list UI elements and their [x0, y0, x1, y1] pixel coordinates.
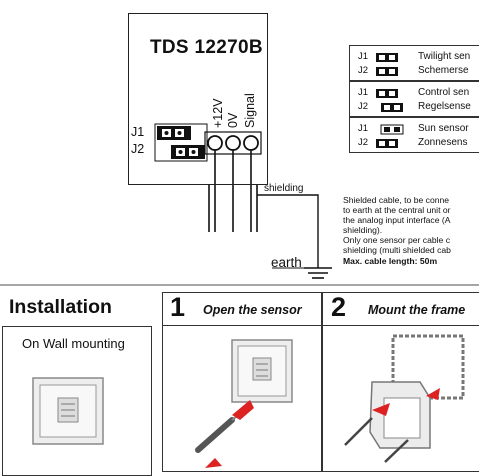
step-2-number: 2: [331, 292, 347, 322]
device-model: TDS 12270B: [150, 37, 263, 58]
terminal-label-0v: 0V: [226, 112, 240, 128]
shielding-label: shielding: [264, 183, 304, 194]
jumper-label-j2: J2: [131, 142, 145, 156]
terminal-label-12v: +12V: [211, 98, 225, 128]
table-row: J1 J2 Sun sensor Zonnesens: [349, 117, 479, 153]
mount-frame-illustration: [344, 334, 465, 463]
max-cable-length: Max. cable length: 50m: [343, 255, 438, 266]
step-1-number: 1: [170, 292, 186, 322]
earth-label: earth: [271, 255, 302, 270]
jumper-table: J1 J2 Twilight sen Schemerse J1 J2 Contr…: [349, 45, 479, 157]
jumper-label-j1: J1: [131, 125, 145, 139]
open-sensor-illustration: [195, 339, 293, 468]
step-1-header: [162, 292, 322, 326]
table-jumper-icons: [376, 53, 404, 148]
sensor-device-frame: [128, 13, 268, 185]
step-1-label: Open the sensor: [203, 303, 302, 317]
step-2-header: [322, 292, 479, 326]
terminal-label-signal: Signal: [243, 93, 257, 128]
step-2-label: Mount the frame: [368, 303, 466, 317]
installation-title: Installation: [9, 296, 112, 318]
table-row: J1 J2 Control sen Regelsense: [349, 81, 479, 117]
table-row: J1 J2 Twilight sen Schemerse: [349, 45, 479, 81]
wall-sensor-illustration: [32, 377, 104, 445]
cable-note: Shielded cable, to be conne to earth at …: [343, 195, 479, 266]
wall-mounting-label: On Wall mounting: [22, 336, 125, 351]
